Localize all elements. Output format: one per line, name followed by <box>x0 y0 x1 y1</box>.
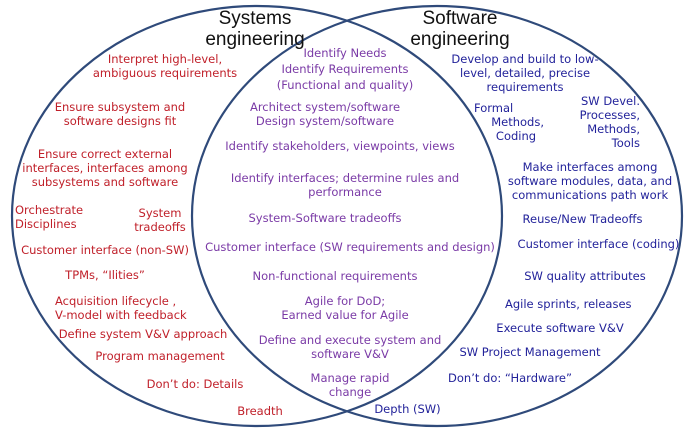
se-item-breadth: Breadth <box>232 404 288 418</box>
sw-item-depth-sw: Depth (SW) <box>370 402 445 416</box>
text-line: requirements <box>486 80 564 94</box>
text-line: Don’t do: Details <box>146 377 244 391</box>
text-line: Interpret high-level, <box>107 52 223 66</box>
text-line: Orchestrate <box>15 203 84 217</box>
text-line: Reuse/New Tradeoffs <box>522 212 643 226</box>
text-line: level, detailed, precise <box>459 66 591 80</box>
se-item-define-vv-approach: Define system V&V approach <box>58 327 228 341</box>
sw-item-formal-methods-coding: Formal Methods, Coding <box>474 101 544 143</box>
text-line: Manage rapid <box>310 371 390 385</box>
text-line: Identify stakeholders, viewpoints, views <box>225 139 455 153</box>
text-line: Make interfaces among <box>522 160 658 174</box>
text-line: software designs fit <box>63 114 177 128</box>
text-line: System-Software tradeoffs <box>248 211 402 225</box>
text-line: Define system V&V approach <box>58 327 228 341</box>
se-item-dont-do-details: Don’t do: Details <box>145 377 245 391</box>
text-line: (Functional and quality) <box>276 78 414 92</box>
systems-engineering-circle <box>10 4 504 428</box>
title-line: engineering <box>205 29 305 50</box>
se-item-external-interfaces: Ensure correct external interfaces, inte… <box>20 147 190 189</box>
overlap-item-customer-interface-sw: Customer interface (SW requirements and … <box>200 240 500 254</box>
text-line: Identify interfaces; determine rules and <box>230 171 460 185</box>
text-line: Tools <box>611 136 640 150</box>
overlap-item-identify-interfaces: Identify interfaces; determine rules and… <box>215 171 475 199</box>
se-item-system-tradeoffs: System tradeoffs <box>128 206 192 234</box>
text-line: Processes, <box>579 108 640 122</box>
overlap-item-identify-stakeholders: Identify stakeholders, viewpoints, views <box>210 139 470 153</box>
text-line: V-model with feedback <box>55 308 187 322</box>
text-line: software V&V <box>311 347 389 361</box>
overlap-item-manage-rapid-change: Manage rapid change <box>295 371 405 399</box>
se-item-program-management: Program management <box>95 349 225 363</box>
sw-item-sw-devel-processes: SW Devel. Processes, Methods, Tools <box>575 94 640 150</box>
se-item-customer-interface-non-sw: Customer interface (non-SW) <box>15 243 195 257</box>
text-line: Earned value for Agile <box>281 308 409 322</box>
text-line: SW Project Management <box>459 345 601 359</box>
sw-item-develop-and-build: Develop and build to low- level, detaile… <box>440 52 610 94</box>
overlap-item-system-software-tradeoffs: System-Software tradeoffs <box>240 211 410 225</box>
se-item-tpms-ilities: TPMs, “Ilities” <box>55 268 155 282</box>
sw-item-execute-software-vv: Execute software V&V <box>495 321 625 335</box>
text-line: Design system/software <box>255 114 395 128</box>
se-item-acquisition-lifecycle: Acquisition lifecycle , V-model with fee… <box>55 294 205 322</box>
text-line: software modules, data, and <box>507 174 673 188</box>
text-line: Define and execute system and <box>258 333 442 347</box>
text-line: Ensure correct external <box>37 147 173 161</box>
se-item-interpret-requirements: Interpret high-level, ambiguous requirem… <box>80 52 250 80</box>
text-line: change <box>328 385 372 399</box>
text-line: Identify Needs <box>303 46 387 60</box>
se-item-ensure-designs-fit: Ensure subsystem and software designs fi… <box>45 100 195 128</box>
text-line: Coding <box>495 129 537 143</box>
overlap-item-agile-for-dod: Agile for DoD; Earned value for Agile <box>260 294 430 322</box>
text-line: SW Devel. <box>581 94 640 108</box>
sw-item-customer-interface-coding: Customer interface (coding) <box>516 237 681 251</box>
text-line: performance <box>308 185 382 199</box>
text-line: Methods, <box>587 122 640 136</box>
sw-item-sw-project-management: SW Project Management <box>455 345 605 359</box>
text-line: subsystems and software <box>31 175 179 189</box>
text-line: Methods, <box>491 115 544 129</box>
text-line: ambiguous requirements <box>92 66 238 80</box>
sw-item-make-interfaces: Make interfaces among software modules, … <box>500 160 680 202</box>
text-line: Formal <box>474 101 514 115</box>
text-line: Customer interface (SW requirements and … <box>205 240 495 254</box>
software-engineering-title: Software engineering <box>400 8 520 50</box>
text-line: Ensure subsystem and <box>54 100 186 114</box>
text-line: communications path work <box>511 188 669 202</box>
text-line: Disciplines <box>15 217 77 231</box>
text-line: tradeoffs <box>134 220 186 234</box>
sw-item-dont-do-hardware: Don’t do: “Hardware” <box>445 371 575 385</box>
title-line: Software <box>422 8 498 29</box>
text-line: System <box>138 206 182 220</box>
overlap-item-define-execute-vv: Define and execute system and software V… <box>245 333 455 361</box>
sw-item-reuse-new-tradeoffs: Reuse/New Tradeoffs <box>515 212 650 226</box>
overlap-item-non-functional-requirements: Non-functional requirements <box>245 269 425 283</box>
overlap-item-architect-design: Architect system/software Design system/… <box>225 100 425 128</box>
se-item-orchestrate-disciplines: Orchestrate Disciplines <box>15 203 105 231</box>
text-line: Architect system/software <box>249 100 401 114</box>
software-engineering-circle <box>190 4 684 428</box>
text-line: interfaces, interfaces among <box>22 161 188 175</box>
sw-item-agile-sprints: Agile sprints, releases <box>505 297 632 311</box>
text-line: Develop and build to low- <box>451 52 599 66</box>
sw-item-quality-attributes: SW quality attributes <box>520 269 650 283</box>
text-line: Breadth <box>237 404 283 418</box>
overlap-item-identify-needs-requirements: Identify Needs Identify Requirements (Fu… <box>245 45 445 93</box>
text-line: Customer interface (coding) <box>517 237 680 251</box>
text-line: Customer interface (non-SW) <box>21 243 189 257</box>
title-line: engineering <box>410 29 510 50</box>
text-line: Agile sprints, releases <box>505 297 632 311</box>
text-line: TPMs, “Ilities” <box>65 268 145 282</box>
text-line: Program management <box>95 349 225 363</box>
text-line: SW quality attributes <box>524 269 646 283</box>
title-line: Systems <box>218 8 292 29</box>
text-line: Agile for DoD; <box>304 294 386 308</box>
text-line: Don’t do: “Hardware” <box>448 371 572 385</box>
text-line: Identify Requirements <box>281 62 409 76</box>
text-line: Acquisition lifecycle , <box>55 294 177 308</box>
text-line: Execute software V&V <box>496 321 624 335</box>
text-line: Depth (SW) <box>374 402 441 416</box>
systems-engineering-title: Systems engineering <box>195 8 315 50</box>
text-line: Non-functional requirements <box>252 269 418 283</box>
